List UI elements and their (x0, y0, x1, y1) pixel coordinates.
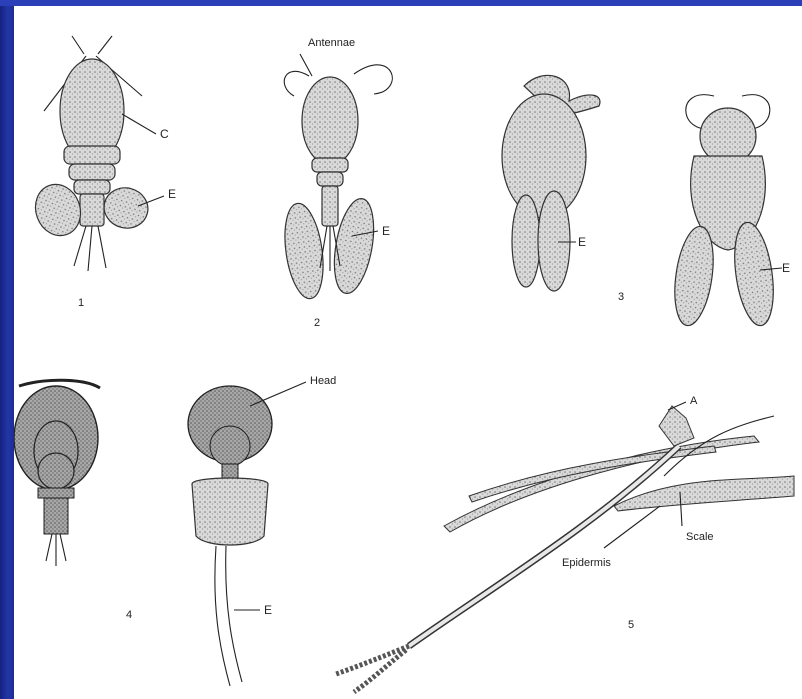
figure-4-parasite-dark (14, 380, 100, 566)
label-a: A (690, 395, 698, 407)
figure-5-embedded-parasite (336, 402, 794, 692)
figure-4-parasite-head (188, 382, 306, 686)
figure-number-5: 5 (628, 619, 634, 631)
figure-number-1: 1 (78, 297, 84, 309)
figure-number-3: 3 (618, 291, 624, 303)
label-e-fig2: E (382, 224, 390, 238)
figure-1-copepod (28, 36, 164, 271)
label-e-fig4: E (264, 603, 272, 617)
figure-3-parasite-side (502, 75, 600, 291)
copepod-diagram: C E 1 Antennae E 2 (14, 6, 802, 699)
label-epidermis: Epidermis (562, 557, 611, 569)
label-head: Head (310, 375, 336, 387)
label-e-fig1: E (168, 187, 176, 201)
figure-panel: C E 1 Antennae E 2 (14, 6, 802, 699)
label-e-fig3a: E (578, 235, 586, 249)
figure-3-parasite-front (669, 95, 782, 328)
label-scale: Scale (686, 531, 714, 543)
label-antennae: Antennae (308, 37, 355, 49)
figure-number-4: 4 (126, 609, 132, 621)
figure-number-2: 2 (314, 317, 320, 329)
label-c: C (160, 127, 169, 141)
label-e-fig3b: E (782, 261, 790, 275)
figure-2-copepod (279, 54, 392, 301)
